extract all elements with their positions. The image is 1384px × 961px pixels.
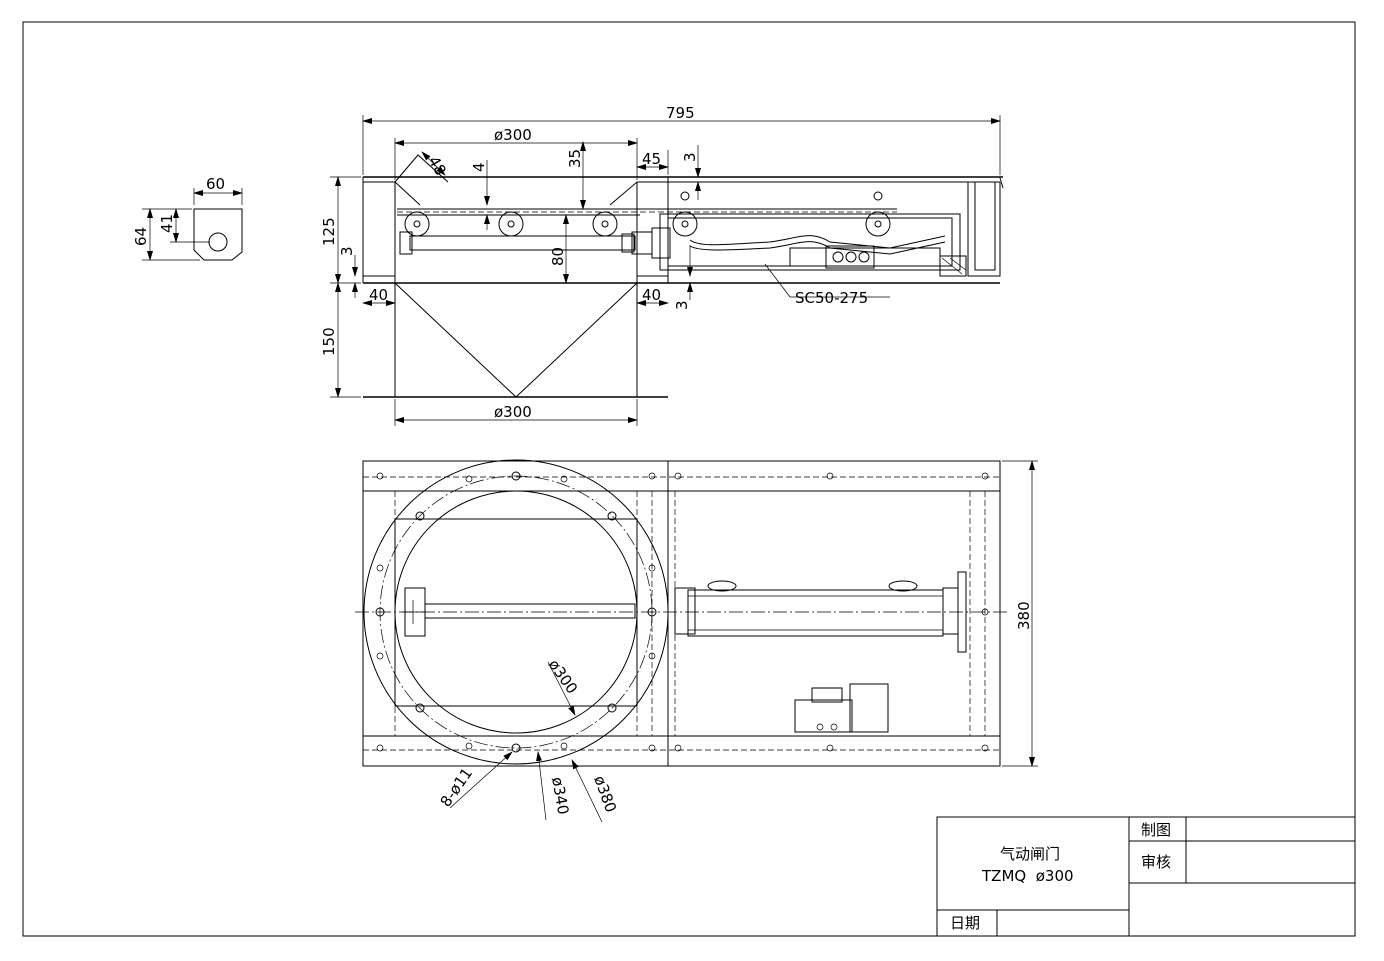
dim-bracket-hole: 41 bbox=[158, 214, 176, 233]
dim-bolt-holes: 8-ø11 bbox=[437, 765, 477, 811]
dim-plan-width: 380 bbox=[1015, 601, 1033, 630]
dim-thickness-3c: 3 bbox=[673, 300, 691, 310]
dim-height-150: 150 bbox=[320, 327, 338, 356]
title-drawn-label: 制图 bbox=[1141, 821, 1171, 839]
dim-bottom-diameter: ø300 bbox=[494, 403, 532, 421]
title-product-name: 气动闸门 bbox=[1000, 845, 1060, 863]
title-date-label: 日期 bbox=[950, 914, 980, 932]
dim-top-diameter: ø300 bbox=[494, 126, 532, 144]
dim-inner-80: 80 bbox=[549, 247, 567, 266]
dim-thickness-3b: 3 bbox=[338, 246, 356, 256]
dim-gap-4: 4 bbox=[470, 162, 488, 172]
dim-plan-inner-diameter: ø300 bbox=[545, 656, 581, 697]
dim-bracket-height: 64 bbox=[132, 227, 150, 246]
dim-flange-40-left: 40 bbox=[369, 286, 388, 304]
section-view: 795 ø300 48 4 35 45 3 125 3 80 3 SC50-27 bbox=[320, 104, 1004, 426]
bracket-detail: 60 64 41 bbox=[132, 175, 243, 261]
dim-height-125: 125 bbox=[320, 217, 338, 246]
drawing-frame bbox=[22, 21, 1356, 937]
dim-thickness-3a: 3 bbox=[681, 152, 699, 162]
dim-offset-45: 45 bbox=[642, 150, 661, 168]
title-model: TZMQ ø300 bbox=[981, 867, 1074, 885]
dim-outer-380: ø380 bbox=[590, 773, 620, 815]
dim-total-length: 795 bbox=[666, 104, 695, 122]
dim-depth-35: 35 bbox=[566, 149, 584, 168]
title-block: 气动闸门 TZMQ ø300 制图 审核 日期 bbox=[936, 816, 1356, 937]
title-checked-label: 审核 bbox=[1141, 853, 1171, 871]
dim-bracket-width: 60 bbox=[206, 175, 225, 193]
label-cylinder-model: SC50-275 bbox=[795, 289, 868, 307]
plan-view: 380 ø300 8-ø11 ø340 ø380 bbox=[355, 459, 1038, 823]
dim-flange-40-right: 40 bbox=[642, 286, 661, 304]
dim-pcd-340: ø340 bbox=[548, 776, 572, 816]
dim-chamfer: 48 bbox=[425, 153, 450, 179]
